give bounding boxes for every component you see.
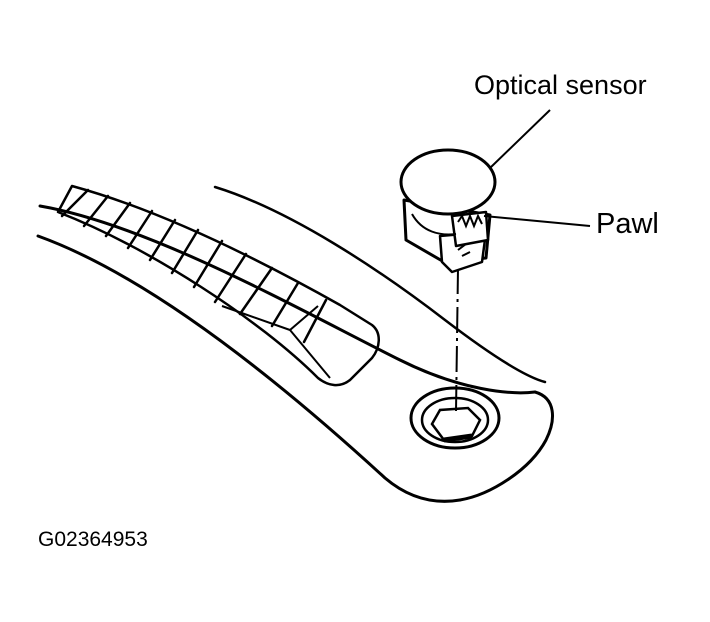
pawl-label: Pawl [596,208,659,240]
mounting-hole [409,386,501,450]
optical-sensor-leader [489,109,551,169]
connector-mark [457,243,471,257]
hatch-line [104,201,132,238]
optical-sensor [399,148,497,274]
dashboard-panel [36,185,554,503]
pawl-teeth [457,213,483,229]
panel-right-corner [458,390,554,502]
hole-outer-ring [409,386,501,450]
vent-outline [56,184,380,387]
hole-hex-shadow [443,433,473,443]
hatch-line [192,239,224,289]
panel-top-edge [38,204,537,395]
vent-inner-fold [289,305,319,331]
sensor-pawl-tab [450,210,490,248]
hatch-line [238,266,274,316]
hatch-line [270,281,300,328]
panel-upper-contour [213,185,547,384]
sensor-ridge [411,213,457,236]
alignment-line [455,267,459,413]
panel-front-edge [36,234,462,503]
hatch-line [302,298,328,344]
vent-strip [56,184,380,387]
hatch-line [60,188,90,218]
sensor-cap [399,148,497,216]
hatch-line [148,218,177,262]
pawl-leader [483,215,591,227]
hatch-line [82,194,110,228]
sensor-details [411,213,483,257]
hole-hex-socket [430,406,482,442]
hatch-line [126,209,154,250]
hole-inner-ring [420,396,490,444]
optical-sensor-label: Optical sensor [474,70,647,100]
hatch-line [170,228,200,275]
figure-code: G02364953 [38,528,148,551]
hatch-line [213,252,248,304]
vent-hatch-lines [60,188,328,344]
